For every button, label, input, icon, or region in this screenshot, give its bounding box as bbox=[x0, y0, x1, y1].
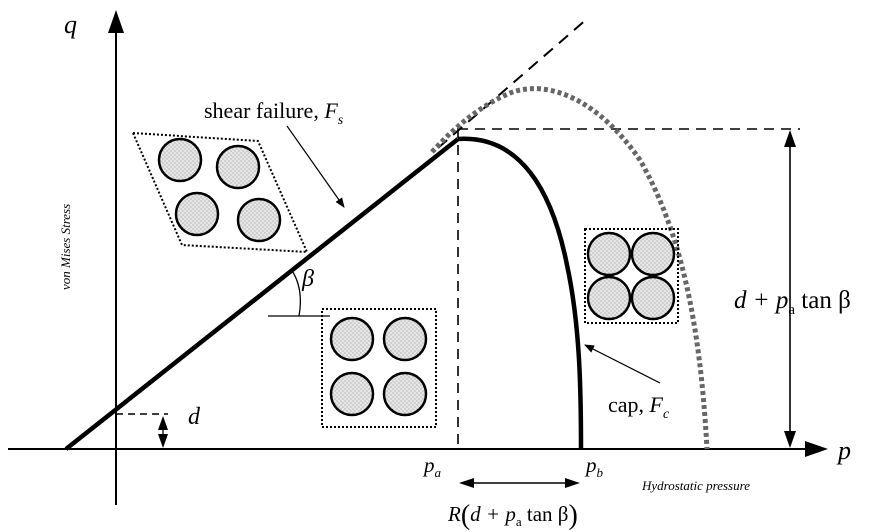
p-axis-arrowhead bbox=[805, 441, 828, 457]
cap-label: cap, Fc bbox=[608, 392, 670, 422]
particle-circle bbox=[329, 371, 375, 417]
height-arrow-bottom bbox=[784, 431, 796, 448]
height-dimension-label: d + pa tan β bbox=[734, 287, 851, 318]
q-axis-arrowhead bbox=[108, 10, 124, 33]
particle-circle bbox=[236, 197, 282, 243]
dotted-yield-envelope bbox=[430, 86, 710, 450]
particle-circle bbox=[630, 275, 676, 321]
height-arrow-top bbox=[784, 130, 796, 147]
width-arrow-left bbox=[459, 478, 474, 488]
sheared-particle-packing bbox=[131, 131, 309, 254]
particle-circle bbox=[586, 231, 632, 277]
cap-curve bbox=[457, 136, 584, 450]
x-axis-title: Hydrostatic pressure bbox=[641, 478, 750, 493]
particle-circle bbox=[382, 316, 428, 362]
shear-failure-label: shear failure, Fs bbox=[204, 98, 344, 128]
initial-particle-packing bbox=[321, 308, 437, 428]
p-axis-label: p bbox=[836, 436, 851, 465]
particle-circle bbox=[215, 144, 261, 190]
pa-label: pa bbox=[422, 453, 442, 480]
beta-angle-arc bbox=[290, 268, 302, 317]
y-axis-title: von Mises Stress bbox=[58, 204, 73, 290]
particle-circle bbox=[382, 371, 428, 417]
d-dimension-arrow-bottom bbox=[158, 434, 168, 448]
width-arrow-right bbox=[565, 478, 580, 488]
sheared-packing-outline bbox=[131, 131, 309, 254]
d-dimension-arrow-top bbox=[158, 416, 168, 430]
particle-circle bbox=[630, 231, 676, 277]
cap-pointer bbox=[584, 344, 661, 384]
d-label: d bbox=[188, 404, 201, 430]
compacted-packing-outline bbox=[584, 228, 679, 324]
particle-circle bbox=[329, 316, 375, 362]
shear-extension-dashed-line bbox=[437, 17, 589, 149]
shear-failure-line bbox=[64, 137, 460, 451]
particle-circle bbox=[586, 275, 632, 321]
particle-circle bbox=[157, 137, 203, 183]
q-axis-label: q bbox=[64, 10, 77, 39]
compacted-particle-packing bbox=[584, 228, 679, 324]
shear-failure-pointer bbox=[286, 125, 345, 208]
initial-packing-outline bbox=[321, 308, 437, 428]
particle-circle bbox=[174, 191, 220, 237]
beta-label: β bbox=[301, 266, 314, 292]
pb-label: pb bbox=[584, 453, 604, 480]
width-dimension-label: R(d + pa tan β) bbox=[447, 500, 578, 531]
